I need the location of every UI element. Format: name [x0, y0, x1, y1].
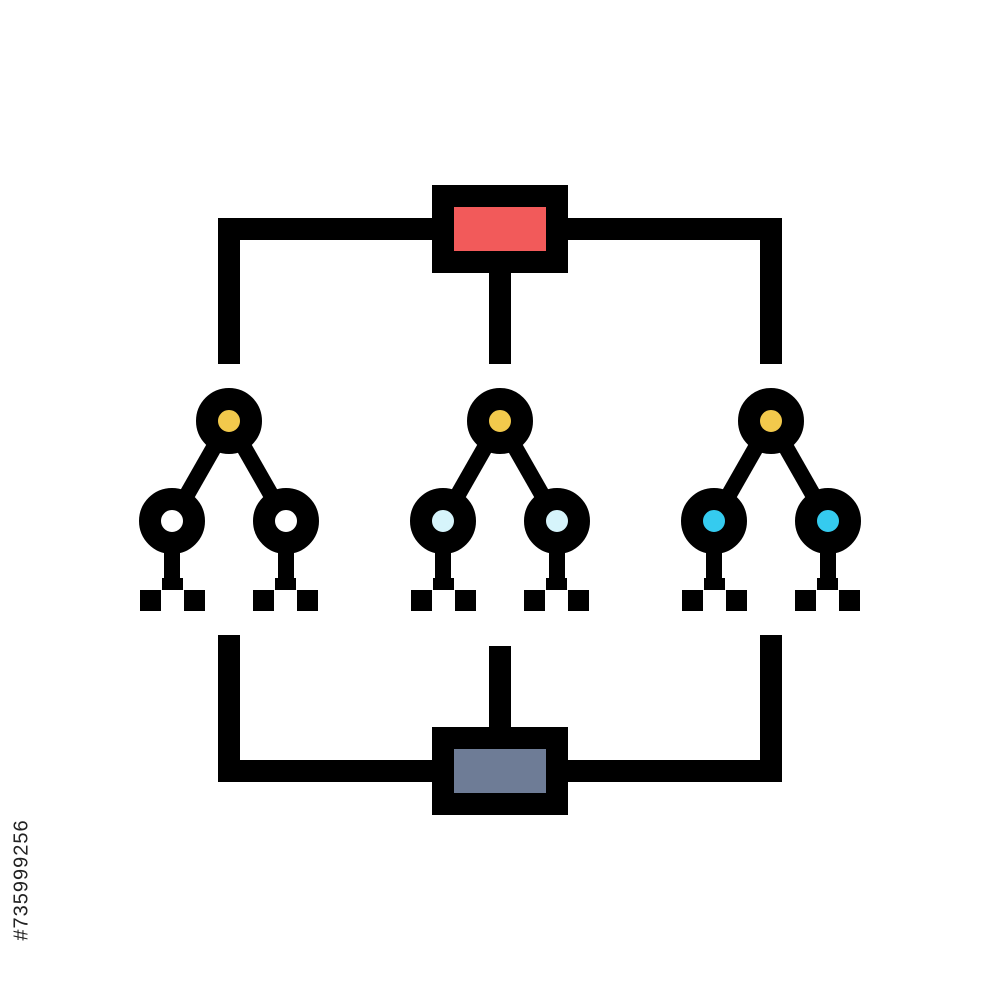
input-box [432, 185, 568, 273]
tree-1-left-node [139, 488, 205, 554]
decision-tree-2 [410, 388, 590, 611]
tree-2-left-node [410, 488, 476, 554]
tree-2-leaf-blocks [411, 578, 589, 611]
bottom-connector [218, 635, 782, 782]
decision-tree-3 [681, 388, 861, 611]
top-connector [218, 218, 782, 364]
tree-3-left-node [681, 488, 747, 554]
tree-1-root-node [196, 388, 262, 454]
tree-3-right-node [795, 488, 861, 554]
stock-id-label: #735999256 [10, 819, 33, 941]
decision-tree-1 [139, 388, 319, 611]
tree-3-root-node [738, 388, 804, 454]
output-box [432, 727, 568, 815]
tree-3-leaf-blocks [682, 578, 860, 611]
tree-2-root-node [467, 388, 533, 454]
tree-2-right-node [524, 488, 590, 554]
tree-1-right-node [253, 488, 319, 554]
tree-1-leaf-blocks [140, 578, 318, 611]
